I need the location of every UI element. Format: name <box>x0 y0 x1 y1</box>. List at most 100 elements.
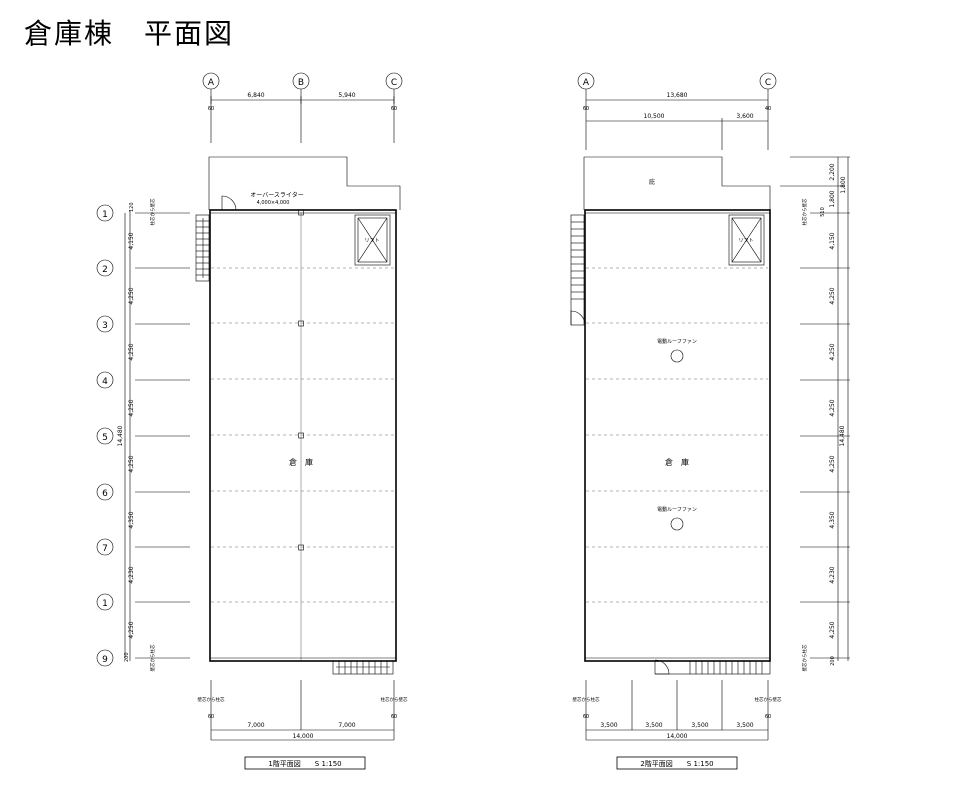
plan2-left-stair <box>570 214 586 326</box>
plan1-dim-row-8: 4,250 <box>128 621 135 638</box>
plan2-grid <box>586 267 768 603</box>
plan2-bottom-dim-1: 3,500 <box>600 722 617 729</box>
plan2-caption-box <box>616 756 738 770</box>
plan2-column-label-a: A <box>583 78 590 88</box>
plan2-dim-r-9: 4,350 <box>829 511 836 528</box>
plan2-dim-r-4: 4,150 <box>829 232 836 249</box>
plan2-roof-label: 庇 <box>649 178 655 186</box>
dim-top-bc: 5,940 <box>338 92 355 99</box>
plan1-dim-row-6: 4,350 <box>128 511 135 528</box>
plan2-column-label-c: C <box>765 78 771 88</box>
plan1-bottom-note-right: 柱芯から壁芯 <box>381 696 408 703</box>
row-label-3: 3 <box>102 321 108 331</box>
plan2-dim-r-1: 2,200 <box>829 163 836 180</box>
plan2-dim-r-5: 4,250 <box>829 287 836 304</box>
plan1-side-note-top: 柱芯から壁芯 <box>149 198 156 225</box>
column-label-b: B <box>298 78 304 88</box>
plan2-side-note-top: 柱芯から壁芯 <box>801 198 808 225</box>
plan2-dim-r-7: 4,250 <box>829 399 836 416</box>
plan1-dim-row-5: 4,250 <box>128 455 135 472</box>
plan2-bottom-note-left: 壁芯から柱芯 <box>573 696 600 703</box>
column-label-c: C <box>391 78 397 88</box>
row-label-1: 1 <box>102 210 108 220</box>
plan2-door-swing <box>570 310 586 326</box>
row-label-2: 2 <box>102 265 108 275</box>
plan-1: A B C 6,840 5,940 60 60 オーバースライター 4,000×… <box>96 72 408 770</box>
plan2-dim-r-6: 4,250 <box>829 343 836 360</box>
plan1-dim-row-1: 4,150 <box>128 232 135 249</box>
plan2-fan1-label: 電動ルーフファン <box>657 338 697 345</box>
plan2-top-total: 13,680 <box>667 92 688 99</box>
plan2-right-dimensions: 2,200 1,800 1,800 4,150 4,250 4,250 4,25… <box>780 156 850 672</box>
plan2-dim-r-2: 1,800 <box>829 190 836 207</box>
plan2-dim-r-11: 4,250 <box>829 621 836 638</box>
plan2-bottom-dim-2: 3,500 <box>645 722 662 729</box>
dim-top-offset-c: 60 <box>391 106 397 112</box>
plan2-bottom-offset-left: 60 <box>583 714 589 720</box>
plan1-caption: 1階平面図 S 1:150 <box>268 759 341 768</box>
plan1-bottom-total: 14,000 <box>293 733 314 740</box>
plan1-dim-row-4: 4,250 <box>128 399 135 416</box>
plan2-dim-r-8: 4,250 <box>829 455 836 472</box>
plan1-dim-row-7: 4,230 <box>128 566 135 583</box>
plan1-bottom-dim-2: 7,000 <box>338 722 355 729</box>
plan1-bottom-offset-v: 200 <box>124 652 130 662</box>
plan2-bottom-note-right: 柱芯から壁芯 <box>755 696 782 703</box>
roof-fan-2-icon <box>670 517 684 531</box>
dim-top-ab: 6,840 <box>247 92 264 99</box>
plan2-right-offset-top: 510 <box>820 207 826 217</box>
row-label-8: 1 <box>102 599 108 609</box>
plan1-total-vertical: 14,480 <box>117 425 124 446</box>
plan1-bottom-dim-1: 7,000 <box>247 722 264 729</box>
shutter-size: 4,000×4,000 <box>257 200 290 206</box>
roof-fan-1-icon <box>670 349 684 363</box>
plan2-bottom-offset-right: 60 <box>765 714 771 720</box>
plan1-door-swing <box>221 195 237 211</box>
plan1-top-dimensions: 6,840 5,940 60 60 <box>208 92 397 112</box>
plan2-room-label: 倉 庫 <box>665 457 689 467</box>
plan1-bottom-note-left: 壁芯から柱芯 <box>198 696 225 703</box>
plan2-lift-label: リフト <box>738 238 753 244</box>
plan1-lift-label: リフト <box>364 238 379 244</box>
plan1-caption-box <box>244 756 366 770</box>
plan1-side-note-bottom: 壁芯から柱芯 <box>149 644 156 671</box>
plan2-bottom-dimensions: 壁芯から柱芯 柱芯から壁芯 60 60 3,500 3,500 3,500 3,… <box>573 680 782 741</box>
plan2-dim-r-10: 4,230 <box>829 566 836 583</box>
shutter-label: オーバースライター <box>250 191 303 199</box>
plan1-bottom-offset-left: 60 <box>208 714 214 720</box>
plan2-bottom-total: 14,000 <box>667 733 688 740</box>
plan2-side-note-bottom: 壁芯から柱芯 <box>801 644 808 671</box>
row-label-7: 7 <box>102 544 108 554</box>
plan2-bottom-dim-3: 3,500 <box>691 722 708 729</box>
plan2-fan2-label: 電動ルーフファン <box>657 506 697 513</box>
plan2-exterior-wall <box>584 209 771 662</box>
plan1-left-dimensions: 120 4,150 4,250 4,250 4,250 4,250 4,350 … <box>117 198 156 671</box>
column-label-a: A <box>208 78 215 88</box>
plan-2: A C 13,680 10,500 3,600 60 40 庇 <box>570 72 850 770</box>
plan2-total-vertical: 14,480 <box>839 425 846 446</box>
plan1-row-bubbles: 1 2 3 4 5 6 7 1 9 <box>96 204 190 667</box>
plan2-right-offset-bottom: 200 <box>830 656 836 666</box>
plan2-top-offset-c: 40 <box>765 106 771 112</box>
plan1-column-bubbles: A B C <box>202 72 403 143</box>
plan1-room-label: 倉 庫 <box>289 457 313 467</box>
plan1-dim-row-2: 4,250 <box>128 287 135 304</box>
row-label-6: 6 <box>102 489 108 499</box>
plan2-dim-r-3: 1,800 <box>840 176 847 193</box>
row-label-4: 4 <box>102 377 108 387</box>
plan1-left-stair <box>195 214 210 282</box>
plan1-bottom-offset-right: 60 <box>391 714 397 720</box>
plan2-top-dimensions: 13,680 10,500 3,600 60 40 <box>583 92 771 122</box>
plan2-canopy-outline <box>583 156 771 210</box>
plan2-bottom-dim-4: 3,500 <box>736 722 753 729</box>
page-title: 倉庫棟 平面図 <box>24 17 235 50</box>
plan1-lift: リフト <box>354 214 391 266</box>
plan2-lift: リフト <box>728 214 765 266</box>
plan2-top-dim-1: 10,500 <box>644 113 665 120</box>
plan1-canopy-outline <box>208 156 401 210</box>
plan1-dim-row-3: 4,250 <box>128 343 135 360</box>
plan2-caption: 2階平面図 S 1:150 <box>640 759 713 768</box>
plan2-bottom-stair <box>654 659 771 675</box>
plan1-top-offset-v: 120 <box>129 202 135 212</box>
